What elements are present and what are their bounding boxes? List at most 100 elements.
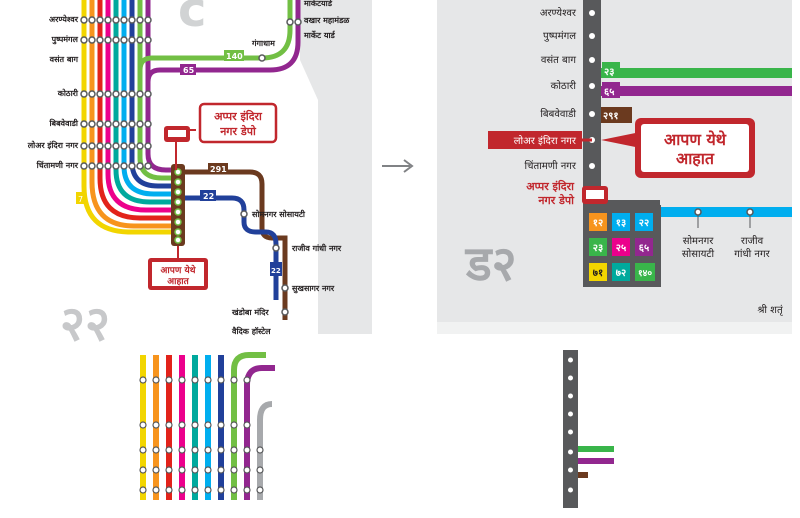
stripe-stop-dot xyxy=(204,486,212,494)
left-zone-number: २२ xyxy=(60,296,110,352)
stripe-stop-dot xyxy=(139,446,147,454)
left-here-line2: आहात xyxy=(167,277,189,287)
stripe-stop-dot xyxy=(191,421,199,429)
stripe-stop-dot xyxy=(243,376,251,384)
rajiv-line1: राजीव xyxy=(741,235,764,247)
route-label-7: 7 xyxy=(78,195,83,204)
rajiv-line2: गांधी नगर xyxy=(734,248,770,260)
trunk-sample xyxy=(563,350,614,508)
stripe-stop-dot xyxy=(152,421,160,429)
left-stop-markers xyxy=(80,16,302,316)
route-label-22b: 22 xyxy=(271,267,281,275)
bottom-stop-labels: सोमनगर सोसायटी राजीव गांधी नगर सुखसागर न… xyxy=(231,209,342,336)
route-label-65: 65 xyxy=(183,66,195,75)
transition-arrow xyxy=(382,159,414,173)
stripe-stop-dot xyxy=(256,466,264,474)
right-here-line2: आहात xyxy=(676,149,715,168)
stripe-stop-dot xyxy=(243,466,251,474)
bottom-stop-2: सुखसागर नगर xyxy=(291,284,335,294)
stripe-stop-dot xyxy=(191,486,199,494)
svg-text:c: c xyxy=(178,0,206,38)
stripe-stop-dot xyxy=(204,446,212,454)
stripe-stop-dot xyxy=(230,376,238,384)
stripe-stop-dot xyxy=(191,466,199,474)
grid-route-4: २५ xyxy=(616,243,626,254)
right-route-23: २३ xyxy=(604,67,614,78)
stripe-stop-dot xyxy=(191,376,199,384)
stripe-stop-dot xyxy=(204,376,212,384)
right-stop-3: कोठारी xyxy=(551,80,577,92)
route-label-22: 22 xyxy=(203,192,214,201)
grid-route-8: १४० xyxy=(638,269,652,279)
bottom-stop-0: सोमनगर सोसायटी xyxy=(251,209,306,219)
left-stop-1: पुष्पमंगल xyxy=(51,35,79,45)
stripe-stop-dot xyxy=(178,466,186,474)
stripe-stop-dot xyxy=(165,446,173,454)
top-stop-1: मार्केटयार्ड xyxy=(303,0,333,8)
left-stop-0: अरण्येश्वर xyxy=(49,14,79,24)
stripe-stop-dot xyxy=(217,376,225,384)
stripe-stop-dot xyxy=(178,421,186,429)
route-label-140: 140 xyxy=(226,52,243,61)
shree-stop: श्री शतृं xyxy=(757,304,783,316)
grid-route-7: ७२ xyxy=(616,268,626,279)
stripe-sample-stops xyxy=(139,376,264,494)
stripe-stop-dot xyxy=(139,466,147,474)
route-grid: १२ १३ २२ २३ २५ ६५ ७१ ७२ १४० xyxy=(589,213,655,281)
grid-route-5: ६५ xyxy=(639,243,649,254)
right-stop-4: बिबवेवाडी xyxy=(540,108,576,120)
stripe-stop-dot xyxy=(152,486,160,494)
right-depot-marker: अप्पर इंदिरा नगर डेपो xyxy=(526,179,608,207)
somnagar-line2: सोसायटी xyxy=(682,248,715,260)
stripe-stop-dot xyxy=(178,486,186,494)
right-top-stop-labels: वखार महामंडळ मार्केटयार्ड मार्केट यार्ड … xyxy=(251,0,350,48)
right-stop-2: वसंत बाग xyxy=(541,54,576,66)
left-depot-marker: अप्पर इंदिरा नगर डेपो xyxy=(164,102,278,170)
stripe-stop-dot xyxy=(217,446,225,454)
right-zone-label: ड२ xyxy=(464,236,517,292)
left-stop-5: लोअर इंदिरा नगर xyxy=(27,140,79,150)
right-you-are-here: आपण येथे आहात xyxy=(601,118,755,178)
left-stop-labels: अरण्येश्वर पुष्पमंगल वसंत बाग कोठारी बिब… xyxy=(27,14,79,170)
stripe-stop-dot xyxy=(191,446,199,454)
stripe-stop-dot xyxy=(230,446,238,454)
right-depot-line2: नगर डेपो xyxy=(537,193,575,207)
bottom-stop-3: खंडोबा मंदिर xyxy=(231,307,269,317)
stripe-stop-dot xyxy=(165,466,173,474)
top-stop-0: वखार महामंडळ xyxy=(303,16,350,25)
right-bottom-stops: सोमनगर सोसायटी राजीव गांधी नगर श्री शतृं xyxy=(682,235,784,316)
stripe-stop-dot xyxy=(152,446,160,454)
stripe-stop-dot xyxy=(243,486,251,494)
stripe-stop-dot xyxy=(217,486,225,494)
left-route-bundle xyxy=(81,0,179,235)
stripe-stop-dot xyxy=(139,376,147,384)
stripe-stop-dot xyxy=(139,486,147,494)
grid-route-6: ७१ xyxy=(593,268,603,279)
grid-route-0: १२ xyxy=(593,218,603,229)
stripe-stop-dot xyxy=(204,421,212,429)
stripe-stop-dot xyxy=(152,376,160,384)
right-bus-icon xyxy=(586,190,604,199)
somnagar-line1: सोमनगर xyxy=(683,235,715,247)
stripe-stop-dot xyxy=(152,466,160,474)
left-depot-line2: नगर डेपो xyxy=(219,124,257,138)
stripe-stop-dot xyxy=(230,486,238,494)
right-stop-0: अरण्येश्वर xyxy=(540,7,577,19)
stripe-stop-dot xyxy=(230,421,238,429)
left-stop-3: कोठारी xyxy=(57,88,79,98)
stripe-stop-dot xyxy=(217,421,225,429)
left-stop-6: चिंतामणी नगर xyxy=(36,160,79,170)
stripe-stop-dot xyxy=(178,446,186,454)
stripe-stop-dot xyxy=(139,421,147,429)
bottom-stop-4: वैदिक हॉस्टेल xyxy=(231,326,271,336)
stripe-stop-dot xyxy=(243,446,251,454)
right-stop-1: पुष्पमंगल xyxy=(543,30,576,42)
stripe-stop-dot xyxy=(204,466,212,474)
left-here-line1: आपण येथे xyxy=(161,264,197,276)
stripe-stop-dot xyxy=(256,446,264,454)
stripe-stop-dot xyxy=(165,421,173,429)
right-route-291: २९१ xyxy=(603,111,619,122)
right-here-line1: आपण येथे xyxy=(664,130,727,149)
left-you-are-here: आपण येथे आहात xyxy=(148,246,208,290)
